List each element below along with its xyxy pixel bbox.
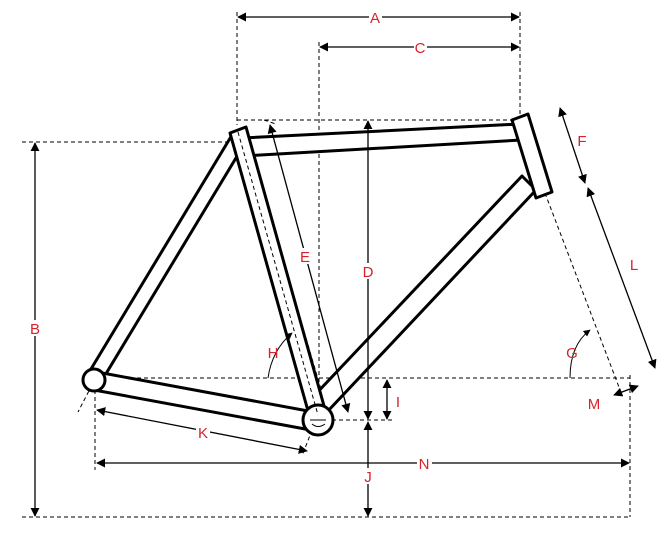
- head-tube: [510, 112, 554, 200]
- seat-stay: [86, 133, 247, 384]
- dimension-l: [586, 187, 657, 369]
- rear-dropout: [81, 367, 107, 393]
- label-m: M: [588, 396, 601, 413]
- label-e: E: [300, 249, 310, 266]
- construction-lines: [22, 12, 631, 518]
- dimension-lines: [30, 12, 657, 517]
- chain-stay: [92, 370, 321, 433]
- bike-frame: [81, 112, 554, 437]
- label-l: L: [630, 257, 638, 274]
- label-j: J: [364, 469, 372, 486]
- label-h: H: [268, 345, 279, 362]
- label-f: F: [577, 133, 586, 150]
- seat-tube: [228, 125, 328, 420]
- dimension-f: [558, 107, 587, 184]
- label-i: I: [396, 394, 400, 411]
- down-tube: [310, 174, 538, 414]
- label-b: B: [30, 321, 40, 338]
- dimension-labels: A C B D E F L G H I J K N M: [28, 9, 638, 486]
- label-k: K: [198, 425, 208, 442]
- label-g: G: [566, 345, 578, 362]
- label-a: A: [370, 10, 380, 27]
- label-n: N: [419, 456, 430, 473]
- label-c: C: [415, 40, 426, 57]
- angle-h-arc: [267, 332, 293, 379]
- dimension-e: [267, 124, 351, 413]
- dimension-m: [613, 384, 639, 397]
- label-d: D: [363, 264, 374, 281]
- top-tube: [240, 122, 524, 158]
- angle-g-arc: [569, 329, 591, 379]
